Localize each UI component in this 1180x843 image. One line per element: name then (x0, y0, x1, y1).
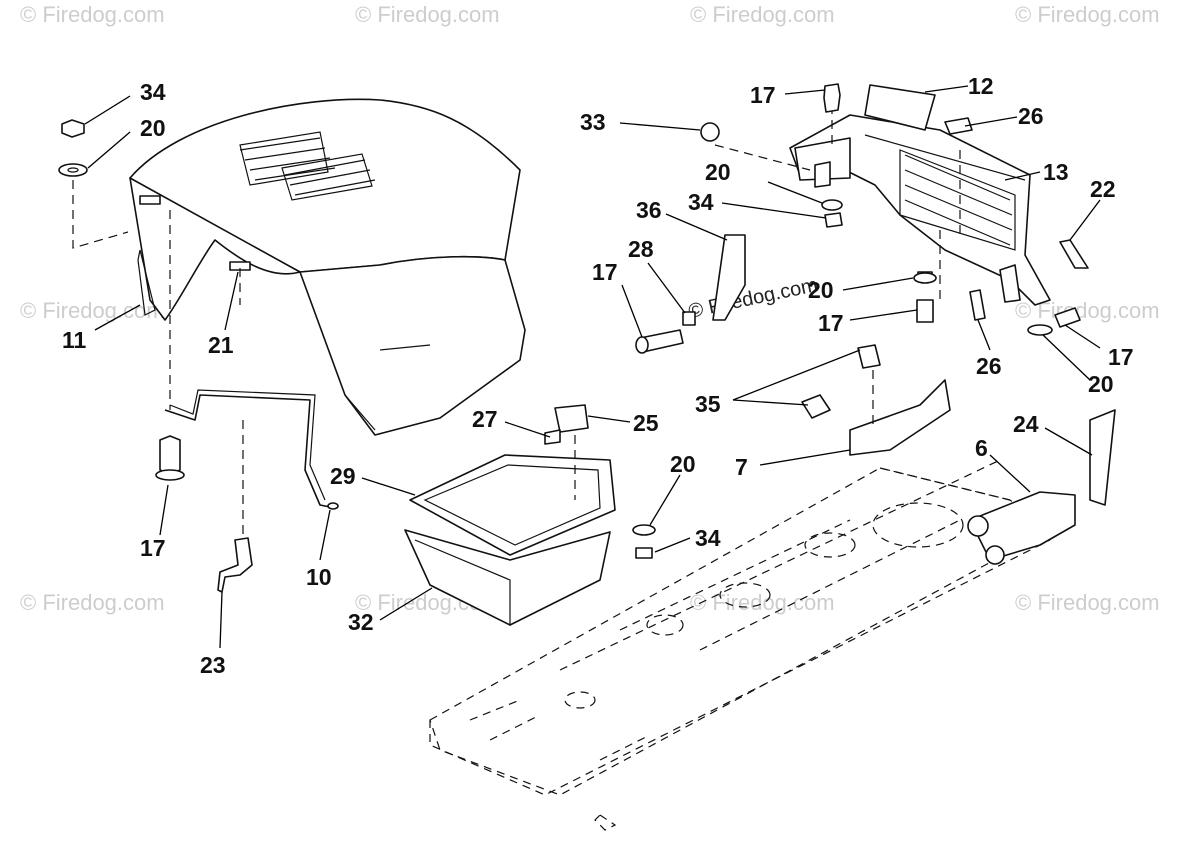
battery-box-part-32 (404, 404, 656, 626)
callout-11: 11 (62, 327, 87, 353)
callout-21: 21 (208, 332, 234, 358)
bracket-part-6 (967, 409, 1116, 565)
left-fasteners (58, 119, 241, 410)
callout-10: 10 (306, 564, 332, 590)
callout-33: 33 (580, 109, 606, 135)
callout-17: 17 (818, 310, 844, 336)
bracket-part-36 (635, 234, 746, 354)
watermark: © Firedog.com (1015, 2, 1160, 27)
watermark: © Firedog.com (20, 2, 165, 27)
callout-25: 25 (633, 410, 659, 436)
callout-6: 6 (975, 435, 988, 461)
hood-part-11 (129, 98, 526, 436)
callout-17: 17 (140, 535, 166, 561)
watermark: © Firedog.com (20, 590, 165, 615)
callout-13: 13 (1043, 159, 1069, 185)
callout-26: 26 (976, 353, 1002, 379)
watermark: © Firedog.com (355, 2, 500, 27)
watermark: © Firedog.com (690, 2, 835, 27)
callout-28: 28 (628, 236, 654, 262)
callout-17: 17 (750, 82, 776, 108)
callout-36: 36 (636, 197, 662, 223)
rod-part-10 (155, 389, 339, 593)
callout-17: 17 (1108, 344, 1134, 370)
hood-vents (239, 131, 376, 201)
watermark: © Firedog.com (1015, 590, 1160, 615)
callout-35: 35 (695, 391, 721, 417)
grille-part-13 (700, 83, 1089, 336)
callout-20: 20 (140, 115, 166, 141)
watermark-center: © Firedog.com (686, 274, 819, 323)
callout-labels: 34 20 11 21 17 10 23 17 12 33 26 13 20 3… (62, 73, 1134, 678)
callout-20: 20 (808, 277, 834, 303)
callout-20: 20 (1088, 371, 1114, 397)
callout-7: 7 (735, 454, 748, 480)
callout-24: 24 (1013, 411, 1039, 437)
callout-20: 20 (705, 159, 731, 185)
watermark: © Firedog.com (690, 590, 835, 615)
callout-23: 23 (200, 652, 226, 678)
callout-17: 17 (592, 259, 618, 285)
callout-27: 27 (472, 406, 498, 432)
callout-32: 32 (348, 609, 374, 635)
watermark: © Firedog.com (20, 298, 165, 323)
callout-22: 22 (1090, 176, 1116, 202)
chassis-frame (429, 459, 1052, 831)
callout-12: 12 (968, 73, 994, 99)
callout-34: 34 (688, 189, 714, 215)
callout-29: 29 (330, 463, 356, 489)
callout-26: 26 (1018, 103, 1044, 129)
leader-lines (84, 85, 1101, 649)
callout-34: 34 (140, 79, 166, 105)
callout-34: 34 (695, 525, 721, 551)
callout-20: 20 (670, 451, 696, 477)
bracket-part-7 (801, 344, 951, 456)
